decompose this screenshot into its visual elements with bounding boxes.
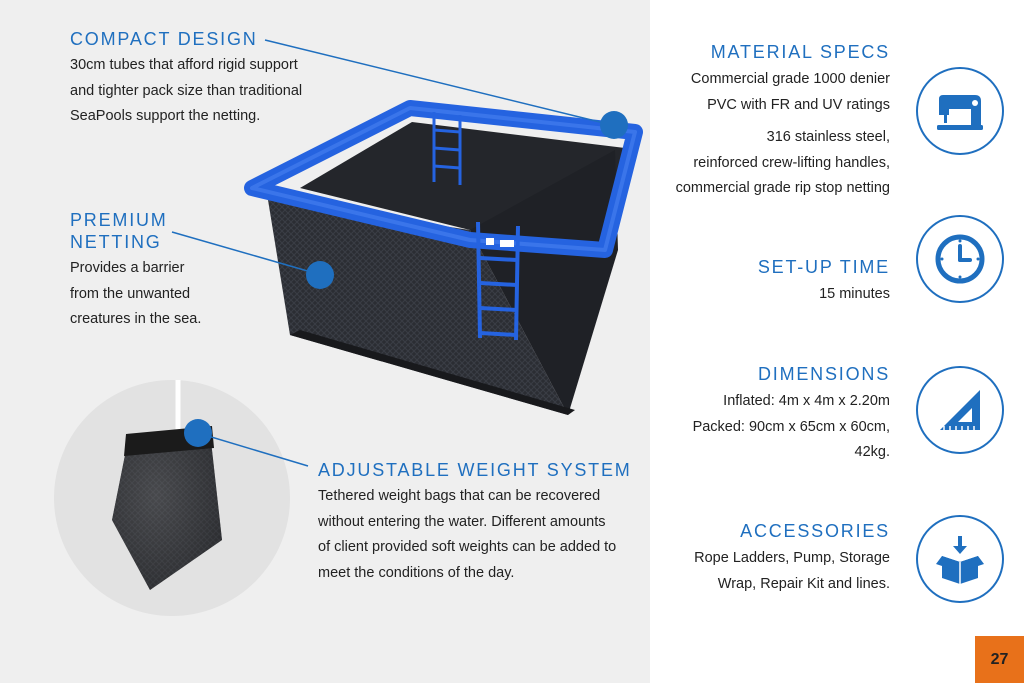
premium-netting-text: Provides a barrier from the unwanted cre…	[70, 256, 250, 333]
dimensions-line-2: Packed: 90cm x 65cm x 60cm,	[692, 418, 890, 435]
weight-system-heading: ADJUSTABLE WEIGHT SYSTEM	[318, 460, 632, 480]
material-specs-heading: MATERIAL SPECS	[710, 42, 890, 62]
material-specs-text: Commercial grade 1000 denier PVC with FR…	[630, 67, 890, 118]
dimensions-line-3: 42kg.	[854, 444, 890, 460]
netting-line-2: from the unwanted	[70, 285, 191, 302]
dimensions-line-1: Inflated: 4m x 4m x 2.20m	[723, 393, 890, 409]
accessories-line-1: Rope Ladders, Pump, Storage	[694, 550, 890, 566]
netting-line-3: creatures in the sea.	[70, 311, 202, 327]
setup-time-text: 15 minutes	[690, 282, 890, 308]
material-line-1: Commercial grade 1000 denier	[690, 71, 890, 87]
material2-line-1: 316 stainless steel,	[766, 129, 890, 145]
setup-time-heading: SET-UP TIME	[757, 257, 890, 277]
compact-line-1: 30cm tubes that afford rigid support	[70, 57, 298, 73]
accessories-line-2: Wrap, Repair Kit and lines.	[717, 575, 890, 592]
material-line-2: PVC with FR and UV ratings	[707, 96, 890, 113]
material2-line-3: commercial grade rip stop netting	[675, 180, 890, 196]
material2-line-2: reinforced crew-lifting handles,	[693, 154, 890, 171]
premium-netting-heading: PREMIUM NETTING	[70, 209, 168, 253]
netting-heading-line-1: PREMIUM	[70, 210, 168, 230]
accessories-text: Rope Ladders, Pump, Storage Wrap, Repair…	[650, 546, 890, 597]
set-square-ruler-icon	[916, 366, 1004, 454]
setup-line-1: 15 minutes	[819, 286, 890, 302]
weight-line-4: meet the conditions of the day.	[318, 564, 515, 581]
sewing-machine-icon	[916, 67, 1004, 155]
box-download-icon	[916, 515, 1004, 603]
weight-line-2: without entering the water. Different am…	[318, 513, 606, 530]
clock-icon	[916, 215, 1004, 303]
page-number: 27	[975, 636, 1024, 683]
dimensions-heading: DIMENSIONS	[757, 364, 890, 384]
weight-line-3: of client provided soft weights can be a…	[318, 539, 617, 555]
netting-line-1: Provides a barrier	[70, 260, 185, 276]
seapool-illustration	[54, 39, 643, 616]
dimensions-text: Inflated: 4m x 4m x 2.20m Packed: 90cm x…	[650, 389, 890, 466]
material-specs-text-2: 316 stainless steel, reinforced crew-lif…	[630, 125, 890, 202]
compact-line-3: SeaPools support the netting.	[70, 108, 261, 124]
accessories-heading: ACCESSORIES	[740, 521, 890, 541]
weight-line-1: Tethered weight bags that can be recover…	[318, 488, 601, 504]
compact-design-heading: COMPACT DESIGN	[70, 29, 258, 49]
compact-line-2: and tighter pack size than traditional	[70, 82, 303, 99]
weight-system-text: Tethered weight bags that can be recover…	[318, 484, 648, 586]
netting-heading-line-2: NETTING	[70, 232, 162, 252]
compact-design-text: 30cm tubes that afford rigid support and…	[70, 53, 350, 130]
